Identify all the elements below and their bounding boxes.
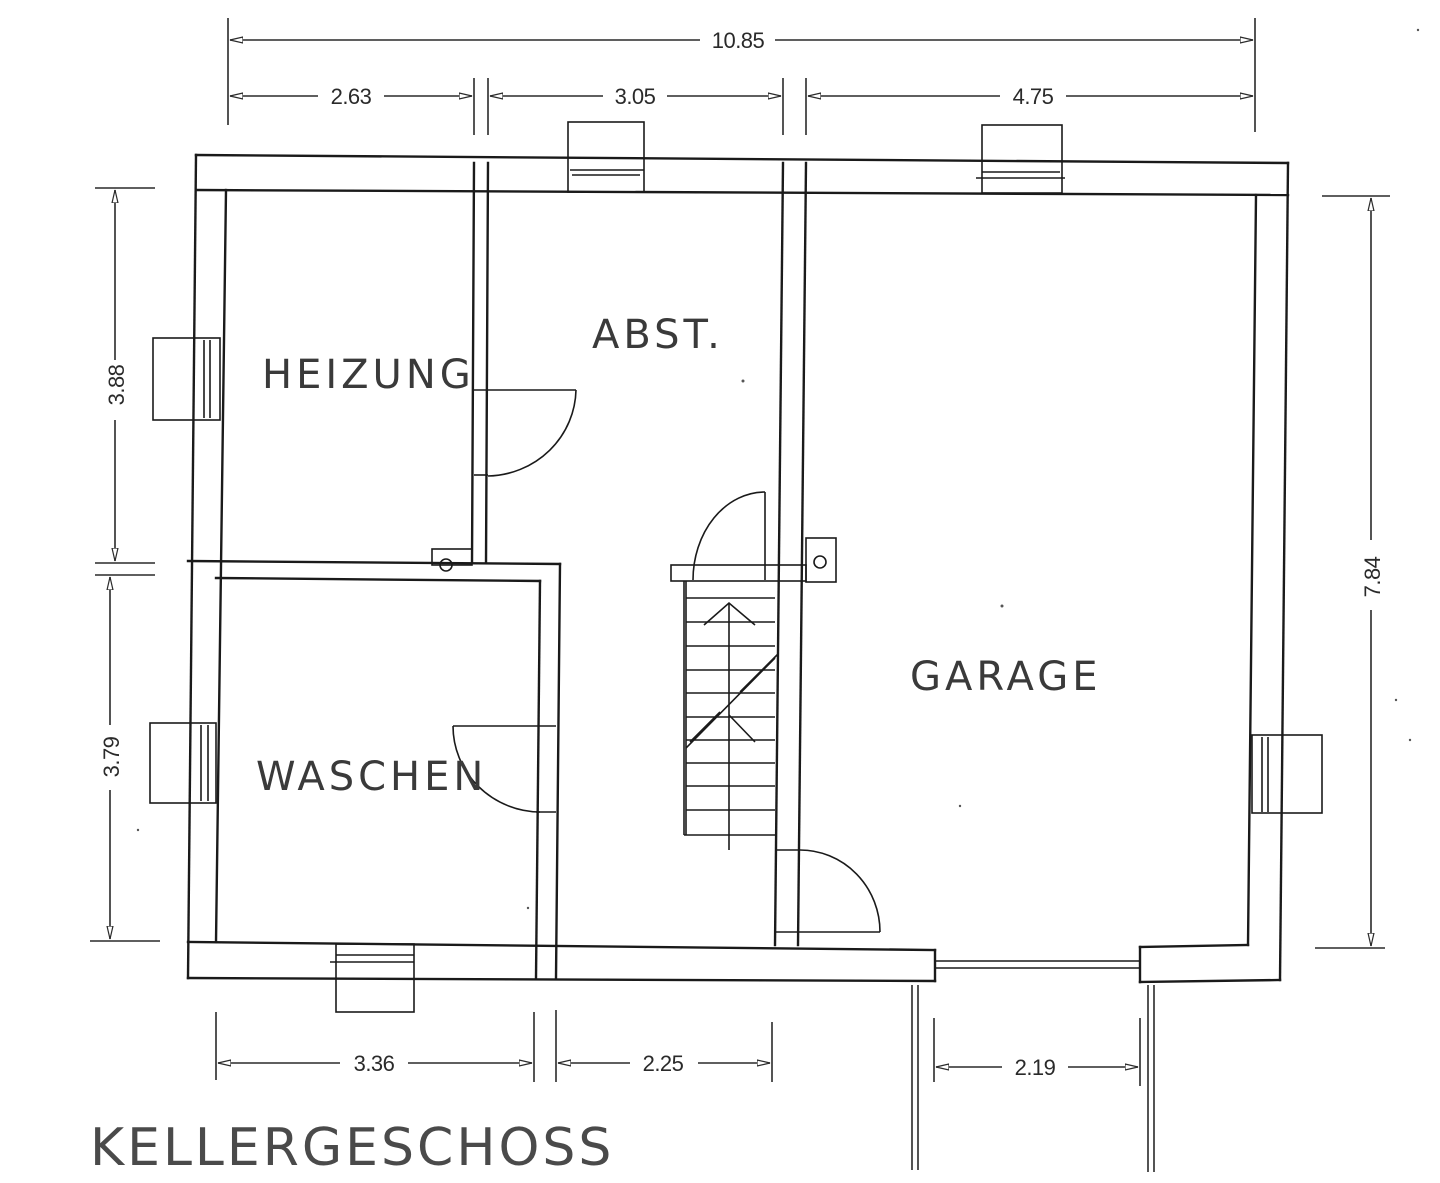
- dim-top-1: 2.63: [331, 84, 372, 109]
- room-label-waschen: WASCHEN: [256, 754, 487, 800]
- dim-left-1: 3.88: [104, 364, 129, 405]
- dim-top-3: 4.75: [1013, 84, 1054, 109]
- door-stair: [692, 491, 766, 581]
- room-labels: HEIZUNG ABST. WASCHEN GARAGE: [256, 312, 1101, 800]
- left-dimensions: 3.88 3.79: [90, 187, 160, 942]
- window-left-1: [152, 337, 221, 421]
- dim-top-2: 3.05: [615, 84, 656, 109]
- interior-walls: [186, 161, 837, 980]
- window-top-1: [567, 121, 645, 193]
- room-label-abst: ABST.: [592, 312, 724, 358]
- dim-bottom-2: 2.25: [643, 1051, 684, 1076]
- dim-top-total: 10.85: [712, 28, 765, 53]
- exterior-walls: [186, 153, 1290, 984]
- staircase: [670, 564, 807, 850]
- room-label-heizung: HEIZUNG: [262, 352, 475, 398]
- doors: [452, 389, 881, 933]
- top-dimensions: 10.85 2.63 3.05 4.75: [227, 18, 1256, 135]
- dim-right-total: 7.84: [1360, 556, 1385, 597]
- right-dimension: 7.84: [1315, 195, 1390, 949]
- dim-bottom-1: 3.36: [354, 1051, 395, 1076]
- windows: [149, 121, 1323, 1013]
- door-garage: [775, 849, 881, 933]
- bottom-dimensions: 3.36 2.25 2.19: [215, 985, 1155, 1172]
- room-label-garage: GARAGE: [910, 654, 1101, 700]
- window-bottom: [330, 943, 415, 1013]
- window-left-2: [149, 722, 217, 804]
- window-top-2: [976, 124, 1065, 194]
- door-waschen: [452, 725, 556, 813]
- scan-noise: [136, 28, 1420, 910]
- dim-left-2: 3.79: [99, 736, 124, 777]
- drawing-title: KELLERGESCHOSS: [90, 1118, 614, 1178]
- dim-bottom-3: 2.19: [1015, 1055, 1056, 1080]
- window-right: [1251, 734, 1323, 814]
- door-heizung: [474, 389, 577, 477]
